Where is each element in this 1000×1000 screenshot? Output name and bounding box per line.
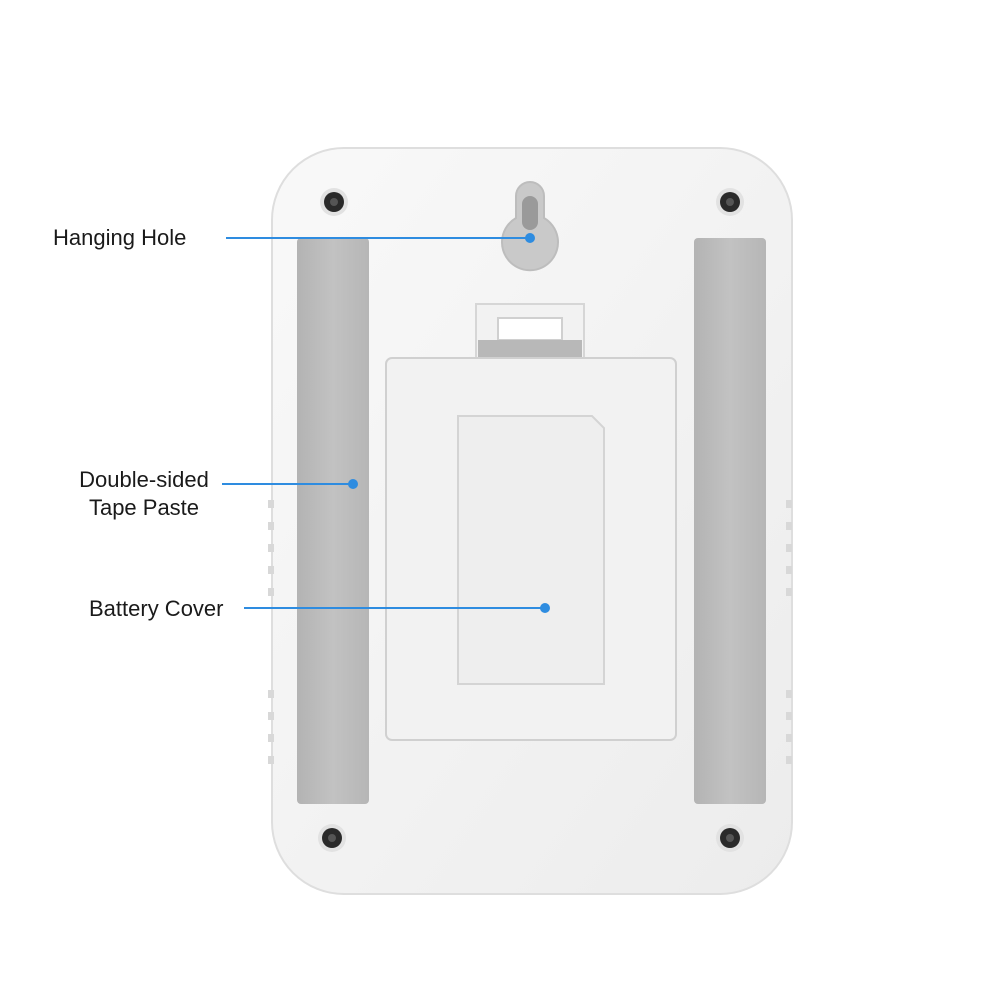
right-tape-strip (694, 238, 766, 804)
screw-hole-icon (318, 824, 346, 852)
hanging-hole-label: Hanging Hole (53, 225, 187, 250)
battery-cover-leader-dot (540, 603, 550, 613)
stand-clip (475, 303, 585, 363)
screw-hole-icon (320, 188, 348, 216)
tape-paste-leader-dot (348, 479, 358, 489)
tape-paste-label: Double-sided Tape Paste (64, 466, 224, 522)
tape-paste-label-line1: Double-sided (79, 467, 209, 492)
left-vent-notches (268, 500, 274, 764)
screw-hole-icon (716, 188, 744, 216)
tape-paste-leader-line (222, 483, 352, 485)
battery-cover-label: Battery Cover (89, 596, 224, 621)
tape-paste-label-line2: Tape Paste (88, 495, 200, 520)
screw-hole-icon (716, 824, 744, 852)
hanging-hole-leader-line (226, 237, 530, 239)
left-tape-strip (297, 238, 369, 804)
right-vent-notches (786, 500, 792, 764)
keyhole-icon (501, 180, 559, 272)
battery-cover-recess (457, 415, 605, 685)
battery-cover-leader-line (244, 607, 545, 609)
hanging-hole-leader-dot (525, 233, 535, 243)
